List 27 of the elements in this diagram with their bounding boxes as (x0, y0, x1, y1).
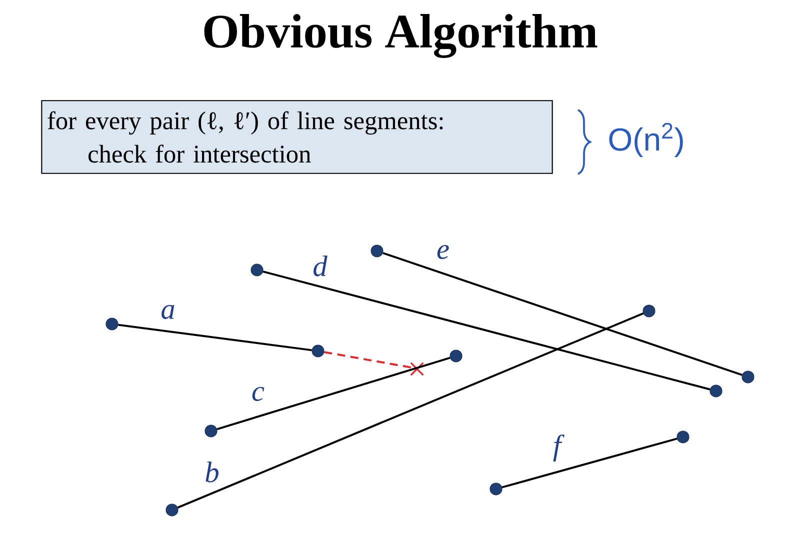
line-segment (382, 252, 742, 376)
endpoint-dot (370, 244, 384, 258)
endpoint-dot (450, 350, 462, 362)
edge-label: f (553, 434, 564, 462)
edge-label: e (437, 244, 449, 260)
endpoint-dot (490, 482, 502, 496)
endpoint-dot (710, 384, 722, 398)
edge-label: a (162, 304, 174, 320)
line-segment (177, 312, 644, 508)
endpoint-dot (676, 430, 690, 444)
endpoint-dot (312, 344, 324, 358)
line-segment (216, 356, 450, 430)
line-segment (118, 324, 312, 352)
endpoint-dot (742, 370, 754, 384)
complexity-note: O(n$^{2}$) (609, 122, 683, 158)
line-segment (262, 270, 710, 390)
endpoint-dot (204, 424, 218, 438)
endpoint-dot (642, 304, 656, 318)
endpoint-dot (250, 264, 264, 276)
line-segment (502, 438, 678, 488)
edge-label: c (252, 386, 264, 402)
title: Obvious Algorithm (204, 14, 598, 58)
pseudocode-box: for every pair (ℓ, ℓ′) of line segments: check for intersection (41, 100, 553, 174)
endpoint-dot (166, 504, 178, 516)
edge-label: b (206, 462, 218, 482)
endpoint-dot (106, 318, 118, 330)
edge-label: d (314, 256, 328, 276)
